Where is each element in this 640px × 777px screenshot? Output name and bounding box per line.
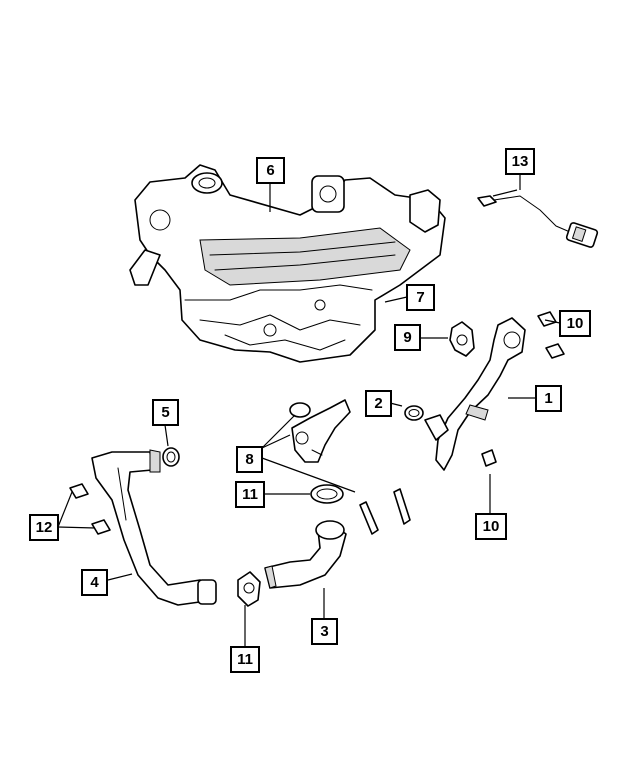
callout-11-top: 11 (235, 481, 265, 508)
callout-4-label: 4 (90, 574, 99, 591)
callout-5-label: 5 (161, 404, 169, 421)
callout-7: 7 (406, 284, 435, 311)
coolant-hose (91, 449, 217, 606)
callout-8-label: 8 (245, 451, 253, 468)
callout-1-label: 1 (544, 390, 552, 407)
callout-2: 2 (365, 390, 392, 417)
callout-9-label: 9 (403, 329, 411, 346)
bolts-12 (69, 483, 111, 535)
hose-clamp-lower (237, 571, 261, 607)
callout-12-label: 12 (36, 519, 53, 536)
egr-tube (424, 317, 526, 471)
callout-10-top: 10 (559, 310, 591, 337)
o-ring (404, 405, 424, 421)
hose-clamp-upper (310, 484, 344, 504)
callout-10-top-label: 10 (567, 315, 584, 332)
bolts-10-right (481, 311, 565, 467)
callout-8: 8 (236, 446, 263, 473)
callout-1: 1 (535, 385, 562, 412)
callout-12: 12 (29, 514, 59, 541)
gasket (449, 321, 475, 357)
callout-10-bottom: 10 (475, 513, 507, 540)
coolant-hose-short (264, 520, 347, 589)
callout-5: 5 (152, 399, 179, 426)
callout-13-label: 13 (512, 153, 529, 170)
leader-lines (57, 174, 561, 647)
callout-3-label: 3 (320, 623, 328, 640)
callout-11-bottom-label: 11 (237, 651, 253, 668)
bolts-10-center (359, 488, 411, 535)
coolant-fitting (289, 399, 351, 463)
egr-module-assembly (129, 164, 446, 363)
callout-3: 3 (311, 618, 338, 645)
callout-9: 9 (394, 324, 421, 351)
callout-13: 13 (505, 148, 535, 175)
callout-4: 4 (81, 569, 108, 596)
callout-6-label: 6 (266, 162, 274, 179)
callout-7-label: 7 (416, 289, 424, 306)
o-ring-small (162, 447, 180, 467)
callout-6: 6 (256, 157, 285, 184)
callout-11-bottom: 11 (230, 646, 260, 673)
callout-2-label: 2 (374, 395, 382, 412)
temperature-sensor (477, 195, 599, 248)
callout-11-top-label: 11 (242, 486, 258, 503)
callout-10-bottom-label: 10 (483, 518, 500, 535)
